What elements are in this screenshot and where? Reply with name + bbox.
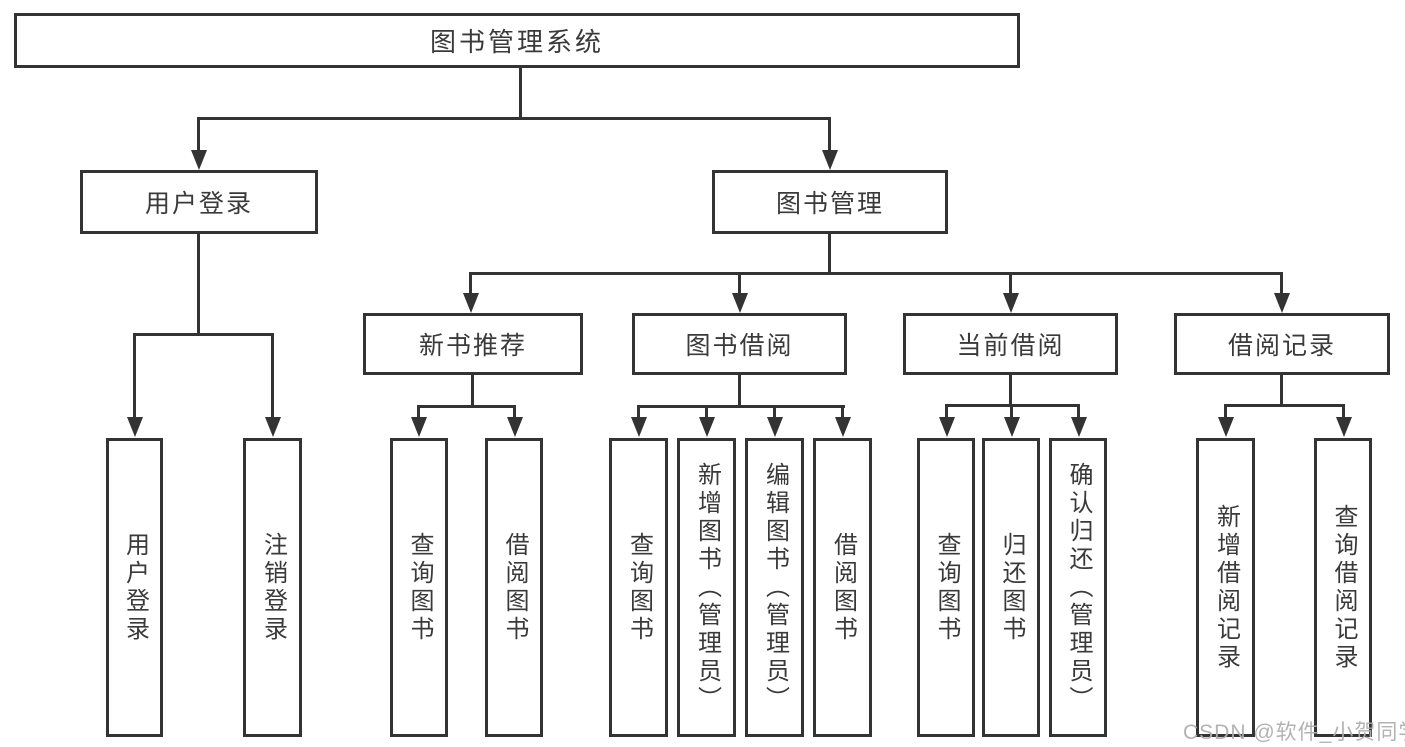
node-label: 图书借阅 [685, 332, 794, 360]
arrowhead-icon [1003, 293, 1019, 313]
node-label: 查询图书 [406, 531, 433, 644]
connector-drop [513, 406, 516, 419]
node-label: 借阅图书 [829, 531, 857, 644]
node-label: 借阅记录 [1227, 332, 1336, 360]
connector-drop [1342, 405, 1345, 419]
connector-new-books-stem [471, 375, 474, 407]
connector-drop-borrow-records [1280, 273, 1283, 295]
connector-root-stem [519, 68, 522, 118]
arrowhead-icon [1071, 417, 1087, 437]
node-label: 查询图书 [933, 531, 960, 644]
arrowhead-icon [1004, 417, 1020, 437]
connector-drop-book-management [828, 118, 831, 152]
leaf-return-books: 归还图书 [982, 438, 1040, 737]
arrowhead-icon [1336, 417, 1352, 437]
connector-drop [637, 406, 640, 419]
node-label: 新书推荐 [418, 332, 527, 360]
node-user-login-group: 用户登录 [80, 170, 318, 234]
connector-drop-user-login [197, 118, 200, 152]
node-label: 当前借阅 [956, 332, 1065, 360]
connector-book-borrow-bus [637, 405, 845, 408]
connector-user-login-stem [197, 234, 200, 335]
connector-drop-book-borrow [738, 273, 741, 295]
arrowhead-icon [767, 417, 783, 437]
connector-drop [841, 406, 844, 419]
arrowhead-icon [1218, 417, 1234, 437]
connector-drop [945, 405, 948, 419]
connector-new-books-bus [417, 405, 516, 408]
connector-book-mgmt-stem [828, 234, 831, 273]
node-label: 用户登录 [121, 531, 149, 644]
arrowhead-icon [411, 417, 427, 437]
connector-drop-leaf-logout [271, 334, 274, 419]
node-current-borrowing: 当前借阅 [903, 313, 1118, 375]
leaf-borrow-books-recommend: 借阅图书 [485, 438, 543, 737]
node-label: 归还图书 [998, 531, 1025, 644]
connector-book-borrow-stem [738, 375, 741, 407]
node-label: 查询图书 [625, 531, 653, 644]
leaf-query-borrow-record: 查询借阅记录 [1314, 438, 1372, 737]
node-borrowing-records: 借阅记录 [1174, 313, 1390, 375]
connector-drop [417, 406, 420, 419]
csdn-watermark: CSDN @软件_小贺同学 [1183, 721, 1405, 744]
leaf-query-books-recommend: 查询图书 [390, 438, 448, 737]
arrowhead-icon [191, 150, 207, 170]
arrowhead-icon [699, 417, 715, 437]
connector-drop-leaf-login [133, 334, 136, 419]
node-label: 查询借阅记录 [1330, 503, 1357, 672]
arrowhead-icon [265, 417, 281, 437]
node-book-borrowing: 图书借阅 [632, 313, 847, 375]
node-book-management-group: 图书管理 [712, 170, 948, 234]
arrowhead-icon [822, 150, 838, 170]
connector-drop-new-books [469, 273, 472, 295]
arrowhead-icon [1274, 293, 1290, 313]
node-label: 新增借阅记录 [1212, 503, 1240, 672]
leaf-borrow-books-borrowing: 借阅图书 [813, 438, 872, 737]
connector-drop [1010, 405, 1013, 419]
connector-drop-current-borrow [1009, 273, 1012, 295]
arrowhead-icon [732, 293, 748, 313]
node-label: 借阅图书 [501, 531, 528, 644]
leaf-confirm-return-admin: 确认归还（管理员） [1049, 438, 1107, 737]
arrowhead-icon [835, 417, 851, 437]
connector-book-mgmt-bus [469, 272, 1283, 275]
arrowhead-icon [463, 293, 479, 313]
leaf-query-books-current: 查询图书 [917, 438, 975, 737]
node-label: 图书管理系统 [429, 27, 604, 57]
node-library-management-system: 图书管理系统 [14, 13, 1020, 68]
node-label: 注销登录 [259, 531, 287, 644]
leaf-edit-books-admin: 编辑图书（管理员） [745, 438, 804, 737]
node-label: 图书管理 [775, 190, 884, 218]
arrowhead-icon [939, 417, 955, 437]
leaf-user-login: 用户登录 [106, 438, 163, 737]
connector-drop [773, 406, 776, 419]
node-label: 确认归还（管理员） [1065, 461, 1092, 714]
connector-borrow-records-bus [1224, 404, 1345, 407]
connector-drop [1077, 405, 1080, 419]
leaf-add-books-admin: 新增图书（管理员） [677, 438, 736, 737]
arrowhead-icon [127, 417, 143, 437]
connector-root-bus [197, 117, 831, 120]
leaf-query-books-borrowing: 查询图书 [609, 438, 668, 737]
connector-user-login-bus [133, 333, 274, 336]
node-new-book-recommend: 新书推荐 [363, 313, 583, 375]
node-label: 新增图书（管理员） [693, 461, 721, 714]
node-label: 编辑图书（管理员） [761, 461, 789, 714]
leaf-add-borrow-record: 新增借阅记录 [1196, 438, 1255, 737]
connector-borrow-records-stem [1280, 375, 1283, 406]
leaf-logout: 注销登录 [243, 438, 302, 737]
arrowhead-icon [507, 417, 523, 437]
arrowhead-icon [631, 417, 647, 437]
node-label: 用户登录 [144, 190, 253, 218]
connector-drop [1224, 405, 1227, 419]
connector-current-borrow-stem [1009, 375, 1012, 406]
connector-drop [705, 406, 708, 419]
